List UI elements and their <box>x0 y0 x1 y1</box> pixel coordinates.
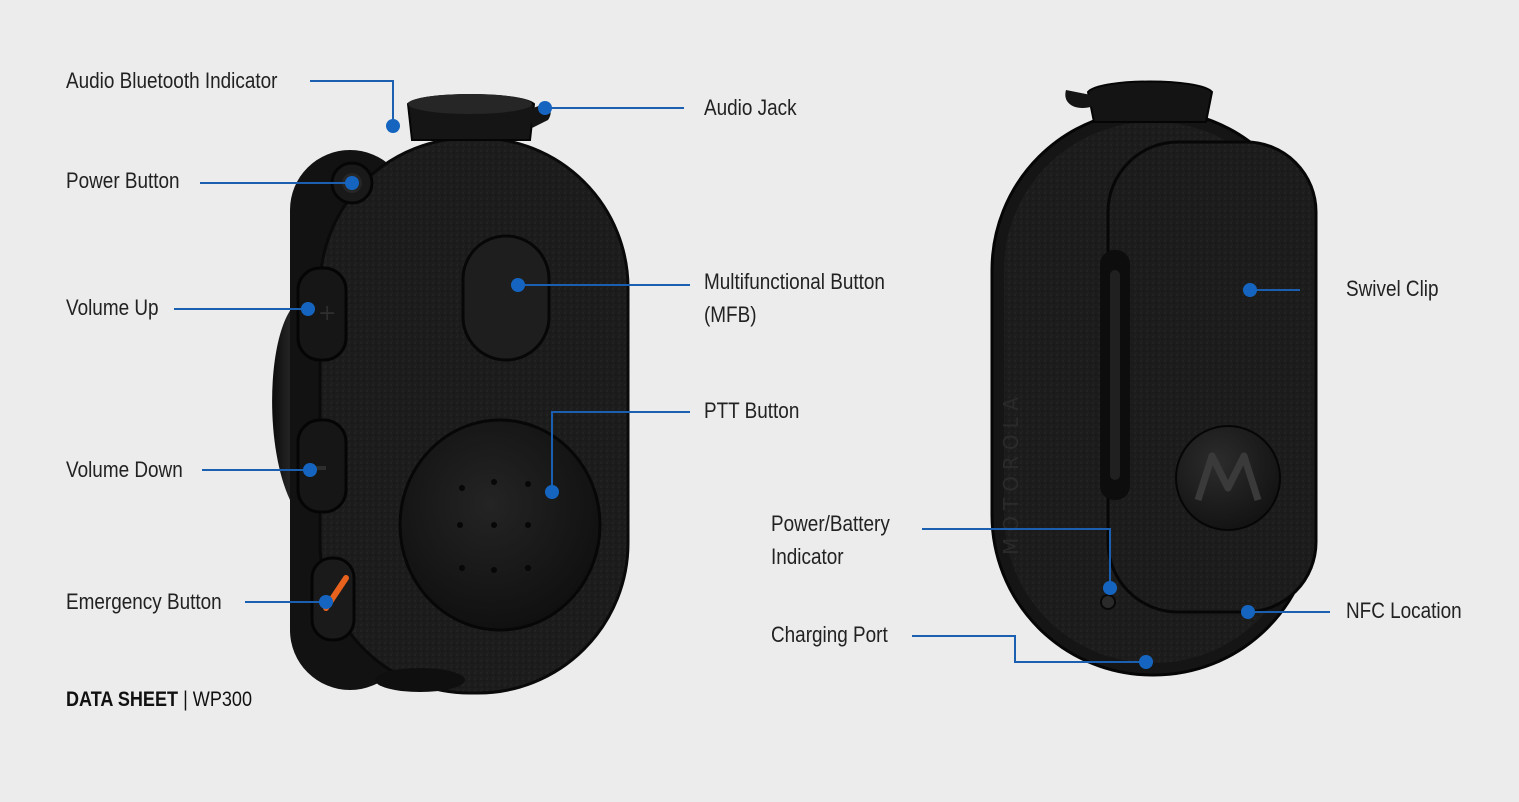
label-emergency-button: Emergency Button <box>66 589 222 614</box>
ptt-speaker-dots <box>457 479 531 573</box>
dot-swivel-clip <box>1243 283 1257 297</box>
swivel-clip-hinge-ridge <box>1110 270 1120 480</box>
dot-audio-jack <box>538 101 552 115</box>
back-audio-jack-tab <box>1065 90 1096 109</box>
volume-up-plus-glyph: + <box>318 301 336 326</box>
footer-model: WP300 <box>192 688 253 711</box>
swivel-clip-shape <box>1106 140 1318 614</box>
label-volume-down: Volume Down <box>66 457 183 482</box>
dot-power-button <box>345 176 359 190</box>
callout-line-audio-bluetooth <box>310 80 394 126</box>
footer-separator: | <box>183 688 188 711</box>
label-power-button: Power Button <box>66 168 180 193</box>
logo-disc <box>1175 425 1281 531</box>
dot-power-battery <box>1103 581 1117 595</box>
label-charging-port: Charging Port <box>771 622 888 647</box>
callout-dots <box>301 101 1257 669</box>
callout-line-ptt <box>551 411 690 492</box>
device-front-view: + <box>272 94 630 695</box>
dot-charging-port <box>1139 655 1153 669</box>
label-mfb-line2: (MFB) <box>704 302 757 327</box>
label-power-battery-line1: Power/Battery <box>771 511 890 536</box>
label-ptt-button: PTT Button <box>704 398 800 423</box>
label-swivel-clip: Swivel Clip <box>1346 276 1439 301</box>
bottom-port <box>375 668 465 692</box>
footer-doc-type: DATA SHEET <box>66 688 179 711</box>
page-footer: DATA SHEET | WP300 <box>66 688 252 712</box>
label-audio-bluetooth-indicator: Audio Bluetooth Indicator <box>66 68 278 93</box>
brand-logo-icon <box>1194 452 1262 502</box>
back-audio-jack-cap <box>1086 80 1214 123</box>
dot-ptt <box>545 485 559 499</box>
dot-audio-bluetooth <box>386 119 400 133</box>
label-volume-up: Volume Up <box>66 295 159 320</box>
label-power-battery-line2: Indicator <box>771 544 844 569</box>
mfb-button-shape <box>461 234 551 362</box>
volume-up-button-shape <box>296 266 348 362</box>
ptt-button-shape <box>398 418 602 632</box>
label-nfc-location: NFC Location <box>1346 598 1462 623</box>
engraved-brand-wordmark: MOTOROLA <box>999 391 1023 555</box>
dot-volume-up <box>301 302 315 316</box>
label-mfb-line1: Multifunctional Button <box>704 269 885 294</box>
volume-down-minus-glyph <box>312 466 326 470</box>
callout-line-power-battery <box>922 528 1111 588</box>
callout-line-charging-port <box>912 635 1146 663</box>
dot-volume-down <box>303 463 317 477</box>
status-led-shape <box>1100 594 1116 610</box>
dot-nfc <box>1241 605 1255 619</box>
dot-emergency <box>319 595 333 609</box>
callout-lines <box>174 80 1330 663</box>
dot-mfb <box>511 278 525 292</box>
label-audio-jack: Audio Jack <box>704 95 797 120</box>
audio-jack-cap-top <box>408 94 532 114</box>
device-back-view: MOTOROLA <box>990 80 1318 677</box>
